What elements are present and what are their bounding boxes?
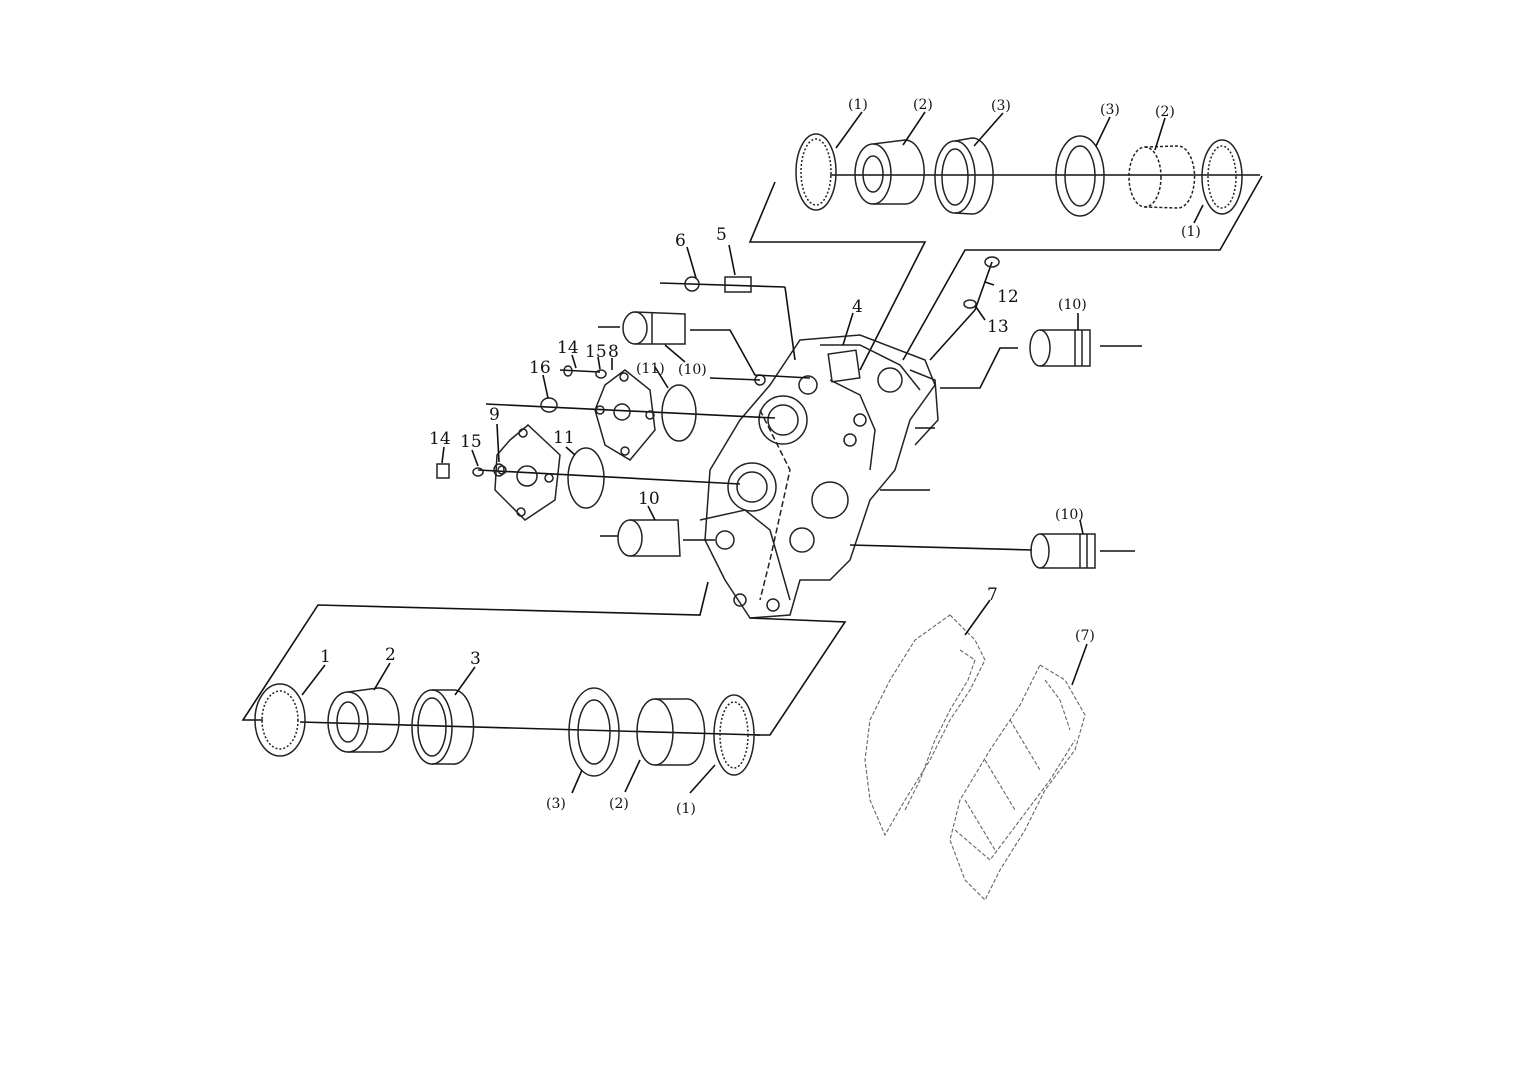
label-11: (11) [636, 361, 665, 377]
label-1: (1) [676, 801, 696, 817]
bushing-part [1128, 145, 1196, 209]
cup-seal-part [411, 689, 475, 765]
label-2: (2) [609, 796, 629, 812]
label-10: (10) [678, 362, 707, 378]
guide-pin-upper: (10) [940, 297, 1142, 389]
cup-seal-part [1055, 135, 1105, 217]
guide-pin-lower: (10) [849, 507, 1135, 569]
caliper-body: 4 [699, 297, 939, 619]
brake-pad: (7) [949, 628, 1095, 901]
seal-ring-part [254, 683, 306, 757]
label-9: 9 [489, 405, 500, 425]
connector-line [749, 617, 847, 736]
label-14: 14 [429, 429, 451, 449]
label-2: 2 [385, 645, 396, 665]
seal-ring-part [795, 133, 837, 211]
cup-seal-part [934, 137, 994, 215]
connector-line [709, 377, 761, 381]
seal-ring-part [713, 694, 755, 776]
label-2: (2) [913, 97, 933, 113]
brake-shim: 7 [864, 585, 998, 837]
label-15: 15 [585, 342, 607, 362]
washer-part [963, 299, 977, 309]
label-6: 6 [675, 231, 686, 251]
piston-lower: 10 [600, 489, 715, 557]
cup-seal-part [568, 687, 620, 777]
label-3: (3) [1100, 102, 1120, 118]
label-7: (7) [1075, 628, 1095, 644]
label-5: 5 [716, 225, 727, 245]
connector-line [241, 581, 709, 721]
top-seal-row: (1) (2) (3) (3) (2) (1) [795, 97, 1260, 240]
label-15: 15 [460, 432, 482, 452]
bleeder-parts: 6 5 [659, 225, 796, 361]
label-7: 7 [987, 585, 998, 605]
label-12: 12 [997, 287, 1019, 307]
label-1: (1) [848, 97, 868, 113]
bolt-part [984, 256, 1000, 268]
label-10: 10 [638, 489, 660, 509]
label-10: (10) [1058, 297, 1087, 313]
label-2: (2) [1155, 104, 1175, 120]
label-11: 11 [553, 428, 575, 448]
bushing-part [636, 698, 706, 766]
label-3: 3 [470, 649, 481, 669]
label-13: 13 [987, 317, 1009, 337]
connector-line [748, 181, 927, 371]
label-10: (10) [1055, 507, 1084, 523]
bushing-part [854, 139, 925, 205]
lower-cover-assembly: 14 15 9 11 [429, 405, 741, 521]
label-1: (1) [1181, 224, 1201, 240]
cap-part [684, 276, 700, 292]
upper-cover-assembly: 14 15 8 16 (11) [485, 338, 776, 461]
label-16: 16 [529, 358, 551, 378]
label-4: 4 [852, 297, 863, 317]
label-1: 1 [320, 647, 331, 667]
label-8: 8 [608, 342, 619, 362]
bolt-parts: 12 13 [929, 256, 1019, 361]
piston-upper: (10) [598, 311, 811, 379]
label-3: (3) [546, 796, 566, 812]
bleeder-screw-part [724, 276, 752, 293]
bushing-part [327, 687, 400, 753]
bottom-seal-row: 1 2 3 (3) (2) (1) [254, 645, 761, 817]
label-14: 14 [557, 338, 579, 358]
connector-line [902, 175, 1263, 361]
seal-ring-part [1201, 139, 1243, 215]
label-3: (3) [991, 98, 1011, 114]
